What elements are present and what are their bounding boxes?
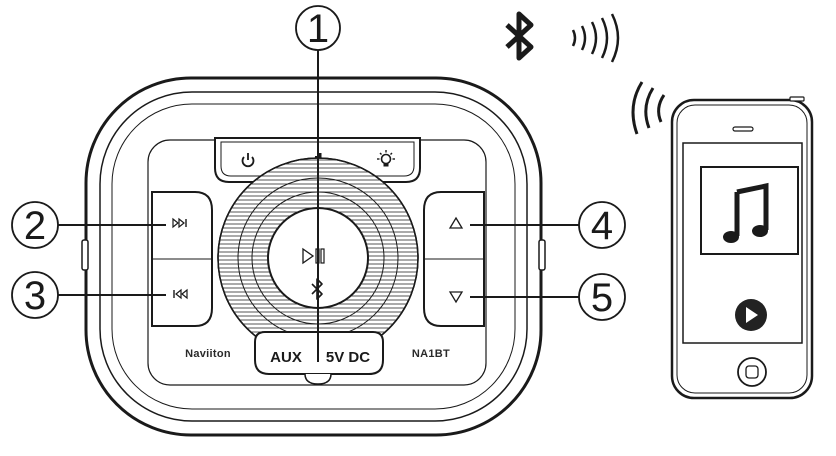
callout-1: 1	[295, 5, 341, 362]
play-icon[interactable]	[735, 299, 767, 331]
signal-waves-incoming	[631, 81, 666, 135]
album-art-frame	[700, 166, 799, 255]
brand-label: Naviiton	[185, 348, 231, 360]
home-button[interactable]	[737, 357, 767, 387]
aux-port-label: AUX	[270, 349, 302, 366]
callout-3: 3	[11, 271, 166, 319]
model-label: NA1BT	[412, 348, 450, 360]
volume-down-button[interactable]	[426, 261, 482, 324]
next-track-icon	[172, 217, 187, 229]
bluetooth-icon	[505, 11, 534, 61]
callout-4: 4	[470, 201, 626, 249]
callout-5: 5	[470, 273, 626, 321]
light-bulb-icon[interactable]	[377, 150, 395, 167]
dc-port-label: 5V DC	[326, 349, 370, 366]
left-button-pad	[151, 191, 213, 327]
previous-track-button[interactable]	[154, 261, 210, 324]
power-icon[interactable]	[241, 153, 255, 168]
volume-up-button[interactable]	[426, 194, 482, 257]
callout-1-label: 1	[307, 7, 329, 51]
callout-2: 2	[11, 201, 166, 249]
signal-waves-outgoing	[571, 13, 620, 63]
volume-down-icon	[448, 291, 464, 304]
next-track-button[interactable]	[154, 194, 210, 257]
previous-track-icon	[173, 288, 188, 300]
callout-2-label: 2	[24, 204, 46, 248]
callout-4-label: 4	[591, 204, 613, 248]
volume-up-icon	[448, 216, 464, 229]
music-note-icon	[723, 182, 769, 243]
right-button-pad	[423, 191, 485, 327]
callout-3-label: 3	[24, 274, 46, 318]
callout-5-label: 5	[591, 276, 613, 320]
